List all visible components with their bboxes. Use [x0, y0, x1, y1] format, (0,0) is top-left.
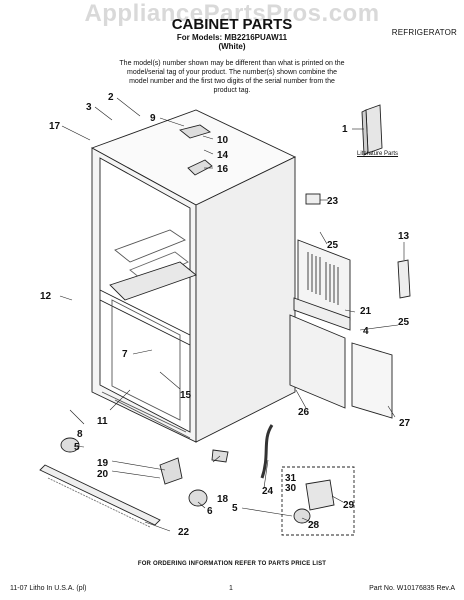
- callout-31: 31: [285, 473, 297, 484]
- callout-24: 24: [262, 486, 274, 497]
- callout-9: 9: [150, 113, 156, 124]
- category-label: REFRIGERATOR: [391, 28, 457, 37]
- right-side-parts: [289, 104, 411, 419]
- leader-lines: [59, 97, 405, 532]
- callout-27: 27: [399, 418, 411, 429]
- callout-23: 23: [327, 196, 339, 207]
- callout-30: 30: [285, 483, 297, 494]
- callout-28: 28: [308, 520, 320, 531]
- callout-labels: 1 2 3 4 5 5 6 7 8 9 10 11 12 13 14 15 16…: [40, 92, 411, 538]
- callout-2: 2: [108, 92, 114, 103]
- callout-10: 10: [217, 135, 229, 146]
- callout-26: 26: [298, 407, 310, 418]
- litho-info: 11-07 Litho In U.S.A. (pl): [10, 585, 87, 592]
- cabinet: [90, 109, 297, 443]
- callout-11: 11: [97, 416, 108, 427]
- model-line: For Models: MB2216PUAW11: [176, 33, 288, 42]
- callout-20: 20: [97, 469, 109, 480]
- callout-3: 3: [86, 102, 92, 113]
- bottom-parts: [39, 424, 355, 536]
- callout-25b: 25: [398, 317, 410, 328]
- callout-29: 29: [343, 500, 355, 511]
- callout-1: 1: [342, 124, 348, 135]
- literature-parts-label: Literature Parts: [357, 151, 399, 157]
- callout-12: 12: [40, 291, 52, 302]
- callout-5b: 5: [232, 503, 238, 514]
- callout-16: 16: [217, 164, 229, 175]
- callout-22: 22: [178, 527, 190, 538]
- ordering-info: FOR ORDERING INFORMATION REFER TO PARTS …: [137, 561, 327, 567]
- part-number: Part No. W10176835 Rev.A: [369, 585, 455, 592]
- callout-5a: 5: [74, 442, 80, 453]
- model-info: For Models: MB2216PUAW11 (White): [0, 33, 464, 51]
- callout-15: 15: [180, 390, 192, 401]
- page-number: 1: [229, 585, 233, 592]
- callout-21: 21: [360, 306, 372, 317]
- callout-25a: 25: [327, 240, 339, 251]
- callout-7: 7: [122, 349, 128, 360]
- callout-13: 13: [398, 231, 410, 242]
- callout-17: 17: [49, 121, 61, 132]
- callout-4: 4: [363, 326, 369, 337]
- callout-8: 8: [77, 429, 83, 440]
- watermark: AppliancePartsPros.com: [84, 0, 380, 27]
- callout-14: 14: [217, 150, 229, 161]
- callout-18: 18: [217, 494, 229, 505]
- callout-19: 19: [97, 458, 109, 469]
- page-title: CABINET PARTS: [171, 16, 293, 33]
- color-line: (White): [218, 42, 246, 51]
- callout-6: 6: [207, 506, 213, 517]
- model-note: The model(s) number shown may be differe…: [119, 60, 345, 94]
